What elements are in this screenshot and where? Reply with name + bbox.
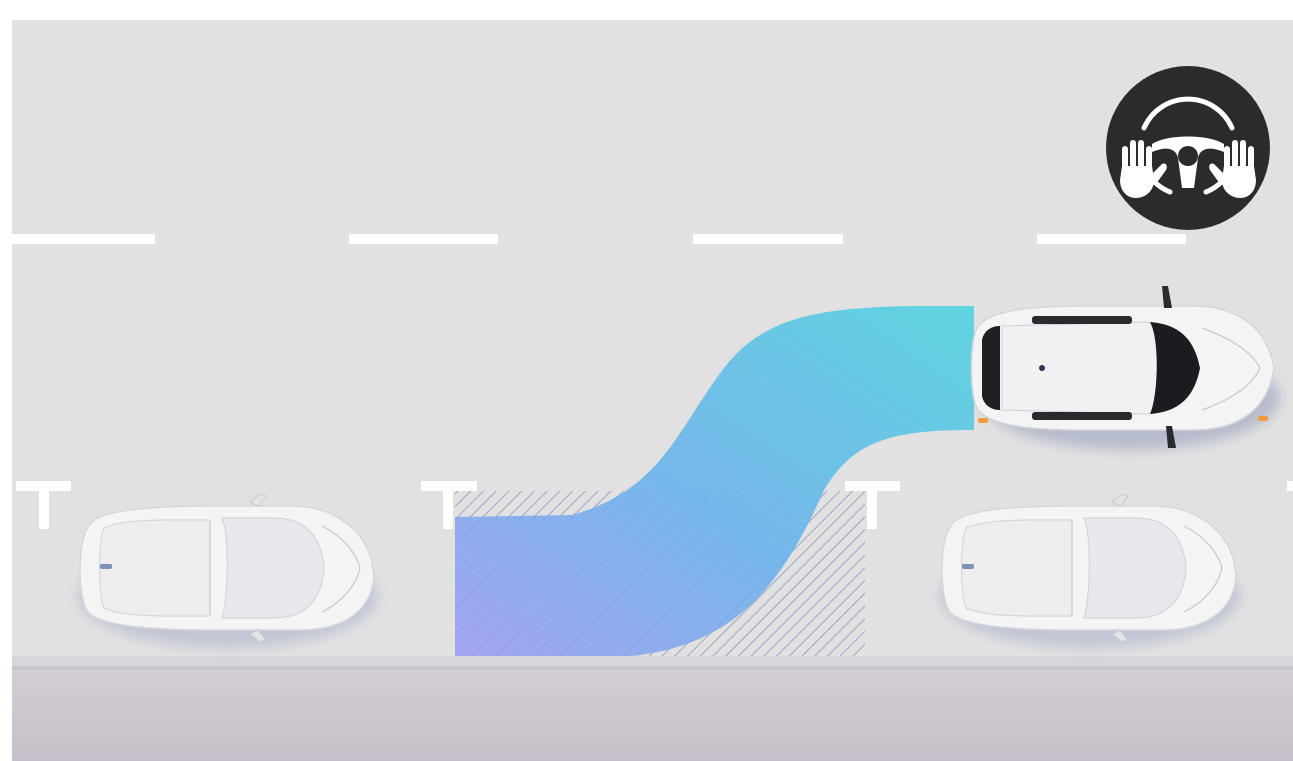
hands-free-steering-icon [1106,66,1270,230]
sidewalk [12,670,1293,761]
parked-car-right [940,494,1240,648]
parking-scene [12,20,1293,761]
parked-car-left [78,494,378,648]
